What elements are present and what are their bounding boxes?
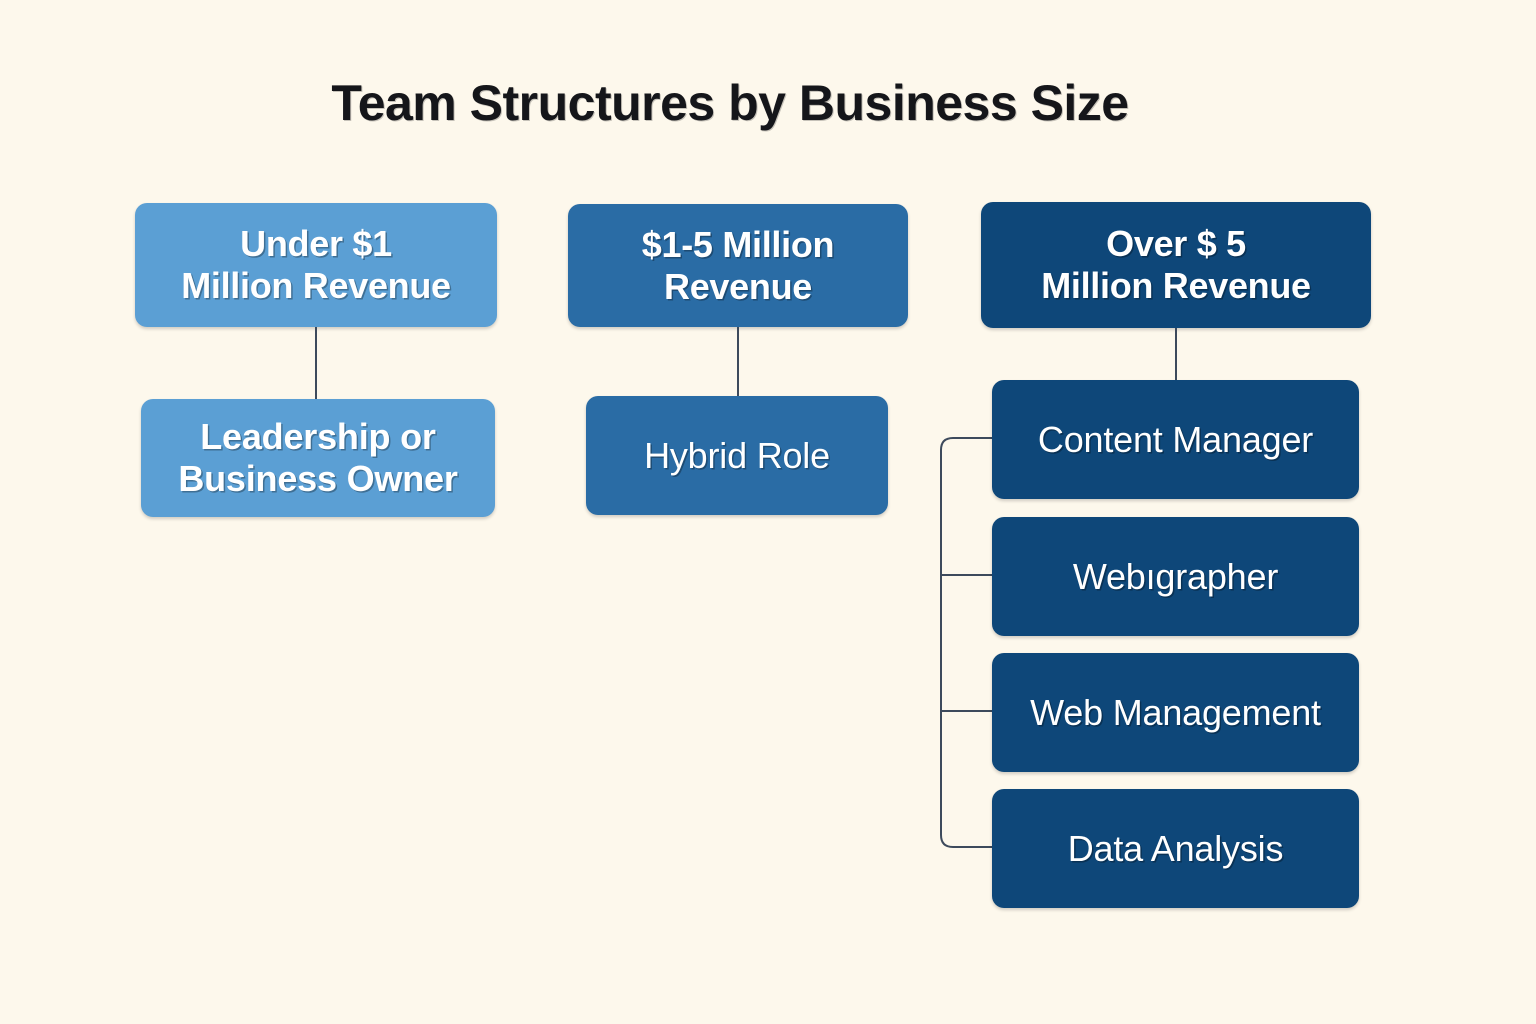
node-child-line1: Webıgrapher xyxy=(1072,555,1279,597)
node-header-line1: $1-5 Million xyxy=(641,223,835,265)
node-child-line1: Data Analysis xyxy=(1067,827,1284,869)
node-hybrid-role[interactable]: Hybrid Role xyxy=(586,396,888,515)
node-over-5-million-header[interactable]: Over $ 5 Million Revenue xyxy=(981,202,1371,328)
node-data-analysis[interactable]: Data Analysis xyxy=(992,789,1359,908)
node-header-line2: Million Revenue xyxy=(181,265,451,306)
page-title: Team Structures by Business Size xyxy=(331,75,1129,131)
node-under-1-million-header[interactable]: Under $1 Million Revenue xyxy=(135,203,497,327)
node-child-line1: Leadership or xyxy=(200,416,436,458)
node-child-line1: Hybrid Role xyxy=(644,434,830,476)
node-1-to-5-million-header[interactable]: $1-5 Million Revenue xyxy=(568,204,908,327)
node-header-line2: Revenue xyxy=(664,265,812,307)
node-webographer[interactable]: Webıgrapher xyxy=(992,517,1359,636)
node-web-management[interactable]: Web Management xyxy=(992,653,1359,772)
node-content-manager[interactable]: Content Manager xyxy=(992,380,1359,499)
node-child-line1: Content Manager xyxy=(1037,418,1314,460)
connector-over-5-million xyxy=(1175,328,1177,380)
connector-under-1-million xyxy=(315,327,317,399)
node-header-line2: Million Revenue xyxy=(1041,265,1311,306)
node-header-line1: Under $1 xyxy=(240,223,392,265)
node-header-line1: Over $ 5 xyxy=(1106,223,1246,265)
node-leadership-or-business-owner[interactable]: Leadership or Business Owner xyxy=(141,399,495,517)
node-child-line2: Business Owner xyxy=(178,458,458,499)
node-child-line1: Web Management xyxy=(1030,691,1321,733)
connector-1-to-5-million xyxy=(737,327,739,396)
